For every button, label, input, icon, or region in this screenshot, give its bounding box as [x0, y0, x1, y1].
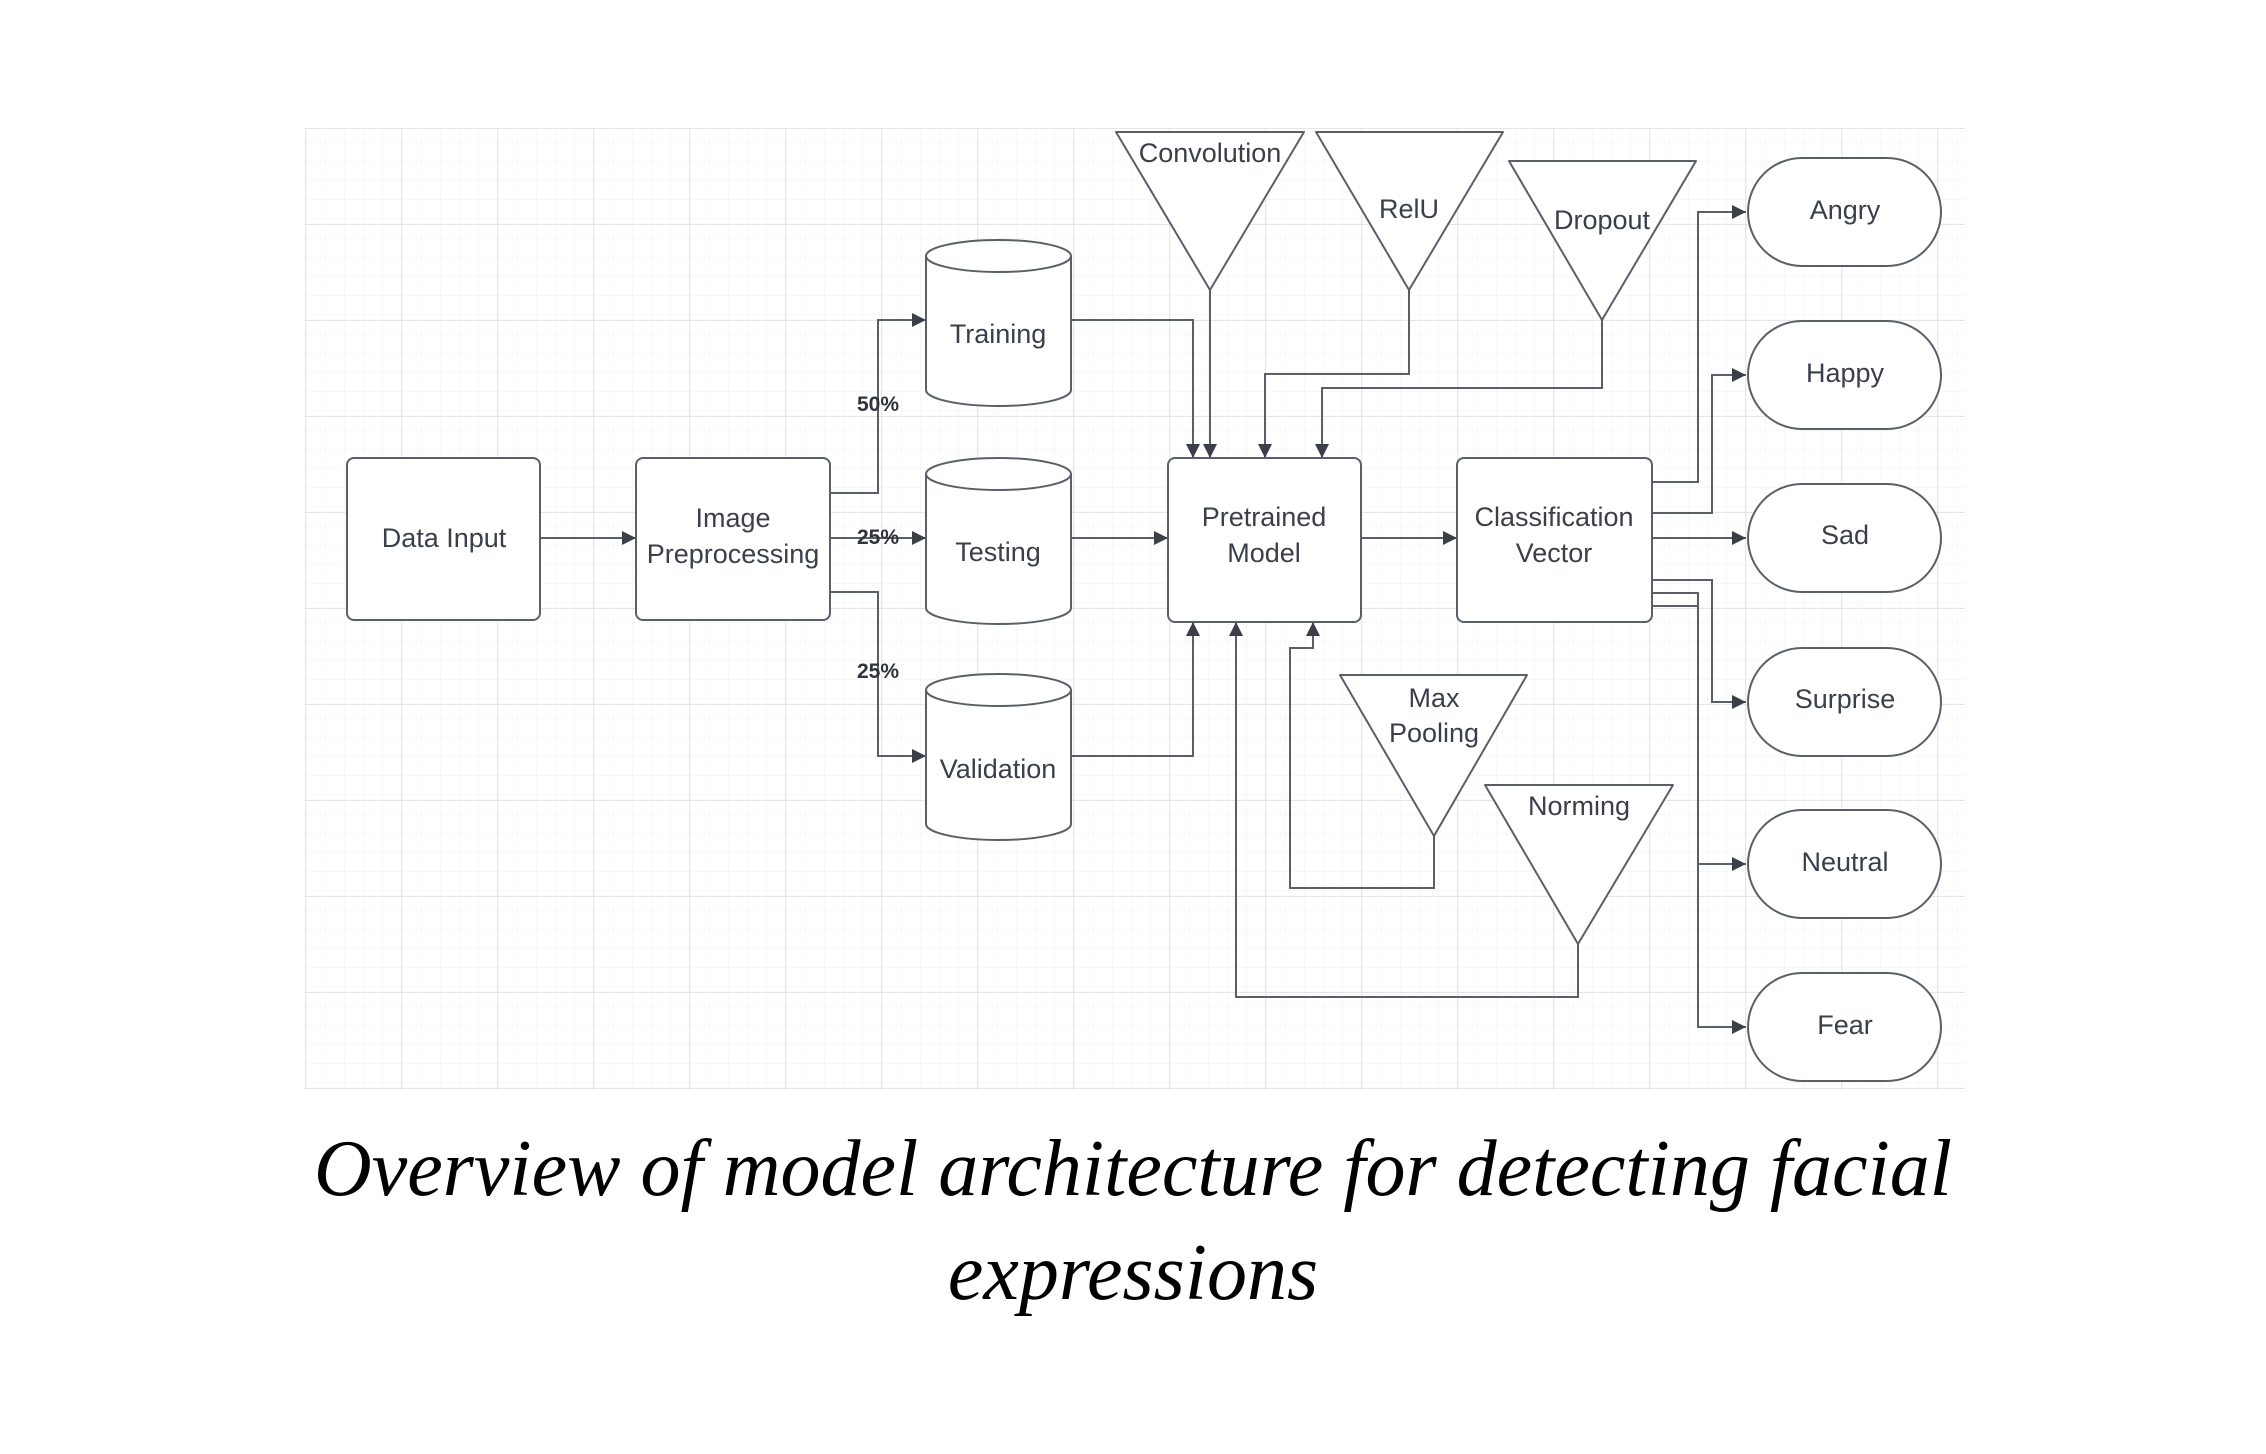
classification-vector-label-line2: Vector — [1516, 538, 1593, 568]
norming-label: Norming — [1528, 791, 1630, 821]
layer-norming: Norming — [1484, 784, 1674, 945]
max-pooling-label-line1: Max — [1408, 683, 1460, 713]
output-neutral: Neutral — [1747, 809, 1942, 919]
output-label-fear: Fear — [1817, 1010, 1873, 1040]
classification-vector-label-line1: Classification — [1474, 502, 1633, 532]
testing-label: Testing — [955, 537, 1041, 567]
connectors — [540, 205, 1746, 1034]
node-image-preprocessing: Image Preprocessing — [635, 457, 831, 621]
output-label-surprise: Surprise — [1795, 684, 1896, 714]
edge-vector-to-happy — [1652, 368, 1746, 514]
output-surprise: Surprise — [1747, 647, 1942, 757]
pretrained-model-label-line2: Model — [1227, 538, 1301, 568]
max-pooling-label-line2: Pooling — [1389, 718, 1479, 748]
output-label-neutral: Neutral — [1801, 847, 1888, 877]
edge-relu-to-model — [1258, 290, 1410, 458]
node-data-input: Data Input — [346, 457, 541, 621]
edge-norming-to-model — [1229, 622, 1579, 998]
layer-max-pooling: Max Pooling — [1339, 674, 1528, 837]
output-label-sad: Sad — [1821, 520, 1869, 550]
dropout-label: Dropout — [1554, 205, 1651, 235]
data-input-label: Data Input — [382, 523, 507, 553]
edge-dropout-to-model — [1315, 320, 1603, 458]
edge-preprocessing-to-validation — [830, 591, 926, 763]
split-label-validation: 25% — [857, 660, 899, 683]
edge-vector-to-fear — [1652, 605, 1746, 1034]
pretrained-model-label-line1: Pretrained — [1202, 502, 1327, 532]
edge-validation-to-model — [1071, 622, 1200, 757]
edge-maxpooling-to-model — [1289, 622, 1435, 889]
split-label-testing: 25% — [857, 526, 899, 549]
node-validation-dataset: Validation — [925, 673, 1072, 841]
edge-vector-to-surprise — [1652, 579, 1746, 709]
convolution-label: Convolution — [1139, 138, 1282, 168]
output-sad: Sad — [1747, 483, 1942, 593]
training-label: Training — [950, 319, 1047, 349]
layer-dropout: Dropout — [1508, 160, 1697, 321]
validation-label: Validation — [940, 754, 1057, 784]
output-label-angry: Angry — [1810, 195, 1881, 225]
edge-training-to-model — [1071, 319, 1200, 458]
edge-preprocessing-to-training — [830, 313, 926, 494]
node-testing-dataset: Testing — [925, 457, 1072, 625]
grid-background — [305, 128, 1965, 1090]
image-preprocessing-label-line1: Image — [695, 503, 770, 533]
figure-caption-line2: expressions — [947, 1229, 1319, 1317]
output-fear: Fear — [1747, 972, 1942, 1082]
relu-label: RelU — [1379, 194, 1439, 224]
output-angry: Angry — [1747, 157, 1942, 267]
node-training-dataset: Training — [925, 239, 1072, 407]
split-label-training: 50% — [857, 393, 899, 416]
node-classification-vector: Classification Vector — [1456, 457, 1653, 623]
node-pretrained-model: Pretrained Model — [1167, 457, 1362, 623]
image-preprocessing-label-line2: Preprocessing — [647, 539, 820, 569]
figure-caption-line1: Overview of model architecture for detec… — [313, 1125, 1953, 1213]
edge-vector-to-angry — [1652, 205, 1746, 483]
layer-relu: RelU — [1315, 131, 1504, 291]
output-happy: Happy — [1747, 320, 1942, 430]
layer-convolution: Convolution — [1115, 131, 1305, 291]
output-label-happy: Happy — [1806, 358, 1885, 388]
